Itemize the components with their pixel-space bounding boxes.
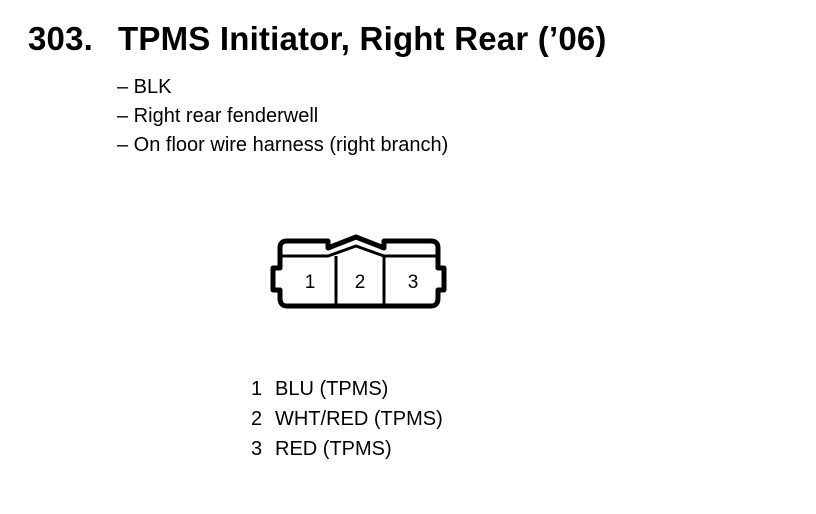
connector-diagram: 1 2 3 — [270, 234, 447, 309]
title-text: TPMS Initiator, Right Rear (’06) — [118, 20, 607, 57]
pin-row: 2 WHT/RED (TPMS) — [251, 404, 443, 434]
pin-number: 1 — [251, 378, 263, 400]
detail-location: – Right rear fenderwell — [117, 105, 319, 127]
pin-number: 2 — [251, 408, 263, 430]
pin-description: BLU (TPMS) — [275, 378, 389, 400]
title-number: 303. — [28, 20, 94, 57]
pin-number: 3 — [251, 438, 263, 460]
pin-list: 1 BLU (TPMS) 2 WHT/RED (TPMS) 3 RED (TPMS) — [251, 374, 443, 464]
connector-housing-outline — [270, 234, 447, 309]
pin-row: 1 BLU (TPMS) — [251, 374, 443, 404]
detail-color: – BLK — [117, 76, 172, 98]
detail-harness: – On floor wire harness (right branch) — [117, 134, 449, 156]
page-title: 303. TPMS Initiator, Right Rear (’06) — [28, 20, 607, 58]
pin-description: RED (TPMS) — [275, 438, 392, 460]
pin-row: 3 RED (TPMS) — [251, 434, 443, 464]
connector-details: – BLK – Right rear fenderwell – On floor… — [117, 73, 448, 160]
pin-description: WHT/RED (TPMS) — [275, 408, 443, 430]
terminal-3-label: 3 — [408, 272, 419, 293]
terminal-1-label: 1 — [305, 272, 316, 293]
connector-latch-line — [280, 244, 438, 258]
terminal-2-label: 2 — [355, 272, 366, 293]
